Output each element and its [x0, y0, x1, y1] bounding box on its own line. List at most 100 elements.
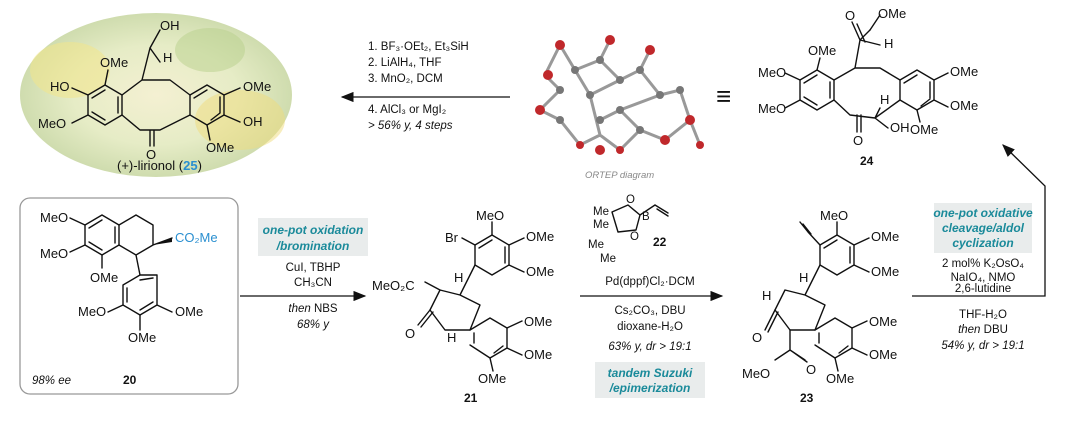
c24-label-ome: OMe	[878, 6, 906, 21]
c24-label-ome: OMe	[950, 98, 978, 113]
c24-label-meo: MeO	[758, 101, 786, 116]
reagent-label-b: B	[642, 211, 650, 223]
c23-label-ome: OMe	[869, 314, 897, 329]
step-1-title: one-pot oxidation	[263, 223, 364, 237]
reagent-label-me: Me	[600, 253, 616, 265]
c20-label-meo: MeO	[40, 210, 68, 225]
c23-label-meo: MeO	[742, 366, 770, 381]
step-3: one-pot oxidative cleavage/aldol cycliza…	[912, 144, 1046, 352]
c24-label-h: H	[884, 36, 893, 51]
lirionol-label-meo: MeO	[38, 116, 66, 131]
step-1: one-pot oxidation /bromination CuI, TBHP…	[240, 218, 368, 331]
step-1-title: /bromination	[276, 239, 350, 253]
reagent-label-o: O	[626, 194, 635, 206]
c23-label-h: H	[799, 270, 808, 285]
c20-label-ome: OMe	[175, 304, 203, 319]
condition-line: then DBU	[958, 324, 1008, 336]
condition-line: Cs₂CO₃, DBU	[614, 305, 685, 317]
lirionol-structure: OH H OMe OMe HO MeO OH OMe O (+)-liriono…	[20, 13, 292, 177]
yield-label: 68% y	[297, 319, 330, 331]
reagent-label-me: Me	[588, 239, 604, 251]
c20-label-ome: OMe	[128, 330, 156, 345]
step-2-title: /epimerization	[609, 381, 691, 395]
step-3-title: cleavage/aldol	[942, 221, 1025, 235]
c23-label-o: O	[806, 362, 816, 377]
c24-label-o: O	[853, 133, 863, 148]
step-top: 1. BF₃·OEt₂, Et₃SiH 2. LiAlH₄, THF 3. Mn…	[340, 41, 510, 132]
c21-label-ome: OMe	[526, 264, 554, 279]
c20-label-co2me: CO₂Me	[175, 230, 218, 245]
lirionol-label-ome: OMe	[100, 55, 128, 70]
compound-number: 21	[464, 391, 478, 405]
c23-label-ome: OMe	[871, 264, 899, 279]
yield-label: 54% y, dr > 19:1	[941, 340, 1024, 352]
c24-label-ome: OMe	[808, 43, 836, 58]
lirionol-label-o: O	[146, 147, 156, 162]
step-2-title: tandem Suzuki	[608, 366, 693, 380]
compound-20-box	[19, 197, 239, 395]
flower-petal-shape	[195, 90, 285, 150]
c21-label-h: H	[454, 270, 463, 285]
compound-23-structure: MeO OMe OMe H H OMe OMe O MeO O OMe 23	[742, 208, 899, 405]
compound-21-structure: MeO OMe Br OMe MeO₂C H OMe OMe O H OMe 2…	[372, 208, 554, 405]
c23-label-o: O	[752, 330, 762, 345]
c21-label-h: H	[447, 330, 456, 345]
condition-line: then NBS	[288, 303, 338, 315]
yield-label: > 56% y, 4 steps	[368, 120, 453, 132]
condition-line: NaIO₄, NMO	[951, 272, 1016, 284]
c24-label-ome: OMe	[950, 64, 978, 79]
ee-label: 98% ee	[32, 375, 71, 387]
reagent-number: 22	[653, 235, 667, 249]
lirionol-label-ome: OMe	[243, 79, 271, 94]
condition-line: 2 mol% K₂OsO₄	[942, 258, 1024, 270]
step-1-title-box	[258, 218, 368, 256]
lirionol-name: (+)-lirionol (25)	[117, 158, 202, 173]
c20-label-meo: MeO	[78, 304, 106, 319]
c20-label-ome: OMe	[90, 270, 118, 285]
c24-label-h: H	[880, 92, 889, 107]
compound-number: 23	[800, 391, 814, 405]
c21-label-ome: OMe	[524, 314, 552, 329]
equivalence-sign: ≡	[716, 81, 731, 111]
ortep-caption: ORTEP diagram	[585, 170, 654, 181]
c21-label-meo: MeO	[476, 208, 504, 223]
step-2: Me Me Me Me B O O 22 Pd(dppf)Cl₂·DCM Cs₂…	[580, 194, 724, 398]
c21-label-ome: OMe	[478, 371, 506, 386]
step-3-title-box	[934, 203, 1032, 253]
c21-label-ome: OMe	[524, 347, 552, 362]
compound-number: 20	[123, 373, 137, 387]
c23-label-meo: MeO	[820, 208, 848, 223]
condition-line: 1. BF₃·OEt₂, Et₃SiH	[368, 41, 469, 53]
condition-line: 3. MnO₂, DCM	[368, 73, 443, 85]
condition-line: CuI, TBHP	[286, 262, 341, 274]
c23-label-ome: OMe	[826, 371, 854, 386]
flower-petal-shape	[175, 28, 245, 72]
reagent-label-o: O	[630, 231, 639, 243]
lirionol-label-oh: OH	[243, 114, 263, 129]
lirionol-label-h: H	[163, 50, 172, 65]
c24-label-ome: OMe	[910, 122, 938, 137]
lirionol-label-ome: OMe	[206, 140, 234, 155]
compound-20-structure: MeO MeO OMe CO₂Me MeO OMe OMe 98% ee 20	[19, 197, 239, 395]
ortep-diagram: ORTEP diagram	[535, 35, 704, 181]
flower-petal-shape	[30, 42, 110, 98]
condition-line: 2. LiAlH₄, THF	[368, 57, 442, 69]
c24-label-meo: MeO	[758, 65, 786, 80]
c21-label-br: Br	[445, 230, 459, 245]
c21-label-o: O	[405, 326, 415, 341]
yield-label: 63% y, dr > 19:1	[608, 341, 691, 353]
condition-line: 4. AlCl₃ or MgI₂	[368, 104, 446, 116]
lirionol-label-ho: HO	[50, 79, 70, 94]
step-3-title: one-pot oxidative	[933, 206, 1033, 220]
c21-label-ome: OMe	[526, 229, 554, 244]
condition-line: THF-H₂O	[959, 309, 1007, 321]
c23-label-h: H	[762, 288, 771, 303]
condition-line: CH₃CN	[294, 277, 332, 289]
reagent-label-me: Me	[593, 206, 609, 218]
c20-label-meo: MeO	[40, 246, 68, 261]
compound-number: 24	[860, 154, 874, 168]
condition-line: Pd(dppf)Cl₂·DCM	[605, 276, 694, 288]
c24-label-oh: OH	[890, 120, 910, 135]
condition-line: 2,6-lutidine	[955, 283, 1011, 295]
